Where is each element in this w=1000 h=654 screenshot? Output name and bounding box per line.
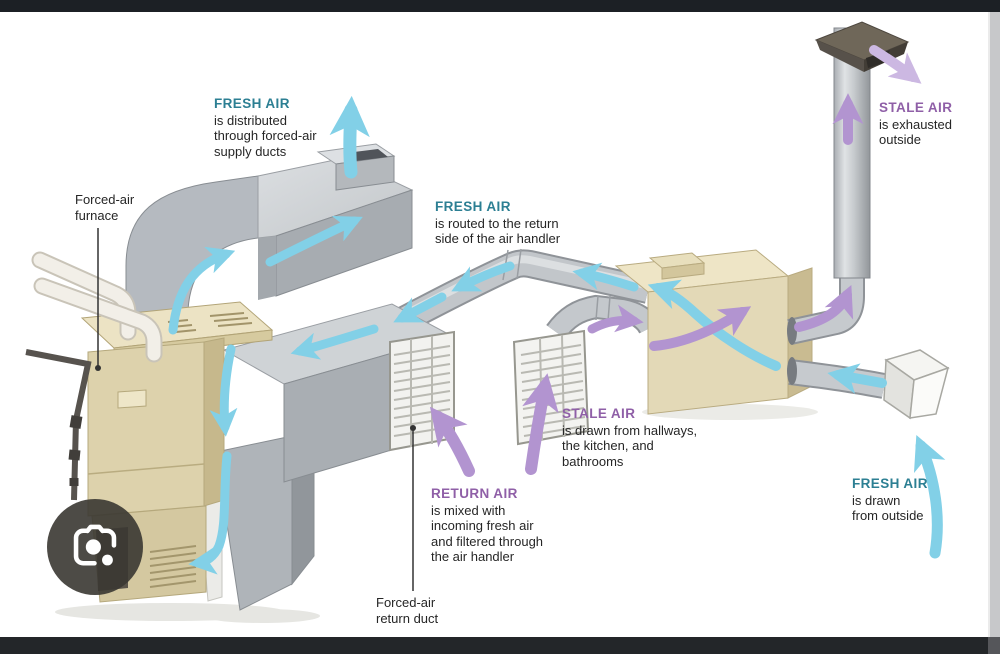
label-heading: FRESH AIR bbox=[214, 96, 290, 111]
label-fresh-air-supply: FRESH AIR is distributed through forced-… bbox=[214, 96, 317, 159]
lens-search-button[interactable] bbox=[47, 499, 143, 595]
label-return-air: RETURN AIR is mixed with incoming fresh … bbox=[431, 486, 543, 565]
stale-air-branch-duct bbox=[546, 294, 661, 340]
supply-duct bbox=[125, 143, 414, 337]
label-line: and filtered through bbox=[431, 533, 544, 549]
intake-hood bbox=[883, 349, 950, 420]
label-line: is exhausted bbox=[879, 116, 952, 132]
label-line: the air handler bbox=[431, 549, 515, 564]
label-forced-air-return-duct: Forced-air return duct bbox=[376, 595, 438, 626]
fresh-air-arrows bbox=[168, 95, 946, 575]
label-line: is mixed with bbox=[431, 502, 506, 518]
label-line: is drawn bbox=[852, 492, 901, 508]
camera-icon bbox=[73, 524, 117, 566]
label-heading: FRESH AIR bbox=[852, 476, 928, 491]
label-heading: STALE AIR bbox=[879, 100, 953, 115]
gas-pipe bbox=[25, 349, 92, 501]
label-line: furnace bbox=[75, 207, 119, 223]
label-line: is distributed bbox=[214, 112, 287, 128]
label-forced-air-furnace: Forced-air furnace bbox=[75, 192, 134, 223]
label-line: through forced-air bbox=[214, 128, 317, 143]
label-heading: FRESH AIR bbox=[435, 199, 511, 214]
label-line: supply ducts bbox=[214, 143, 287, 159]
label-line: Forced-air bbox=[376, 595, 436, 610]
letterbox-bottom-bar bbox=[0, 637, 1000, 654]
label-line: the kitchen, and bbox=[562, 438, 654, 453]
stale-air-arrows bbox=[429, 45, 922, 477]
label-stale-air-drawn: STALE AIR is drawn from hallways, the ki… bbox=[562, 406, 697, 469]
flue-pipes bbox=[31, 251, 163, 363]
label-line: incoming fresh air bbox=[431, 518, 534, 533]
label-line: side of the air handler bbox=[435, 231, 561, 246]
letterbox-top-bar bbox=[0, 0, 1000, 12]
label-line: Forced-air bbox=[75, 192, 135, 207]
label-heading: STALE AIR bbox=[562, 406, 636, 421]
leader-line-return-duct bbox=[410, 425, 416, 591]
label-line: is drawn from hallways, bbox=[562, 422, 698, 438]
label-line: from outside bbox=[852, 508, 924, 523]
leader-line-furnace bbox=[95, 228, 101, 371]
label-fresh-air-outside: FRESH AIR is drawn from outside bbox=[852, 476, 928, 524]
label-line: bathrooms bbox=[562, 453, 624, 469]
label-stale-air-exhausted: STALE AIR is exhausted outside bbox=[879, 100, 952, 148]
label-line: is routed to the return bbox=[435, 215, 559, 231]
label-line: outside bbox=[879, 132, 921, 147]
label-heading: RETURN AIR bbox=[431, 486, 518, 501]
viewer-side-strip-corner bbox=[988, 637, 1000, 654]
label-fresh-air-routed: FRESH AIR is routed to the return side o… bbox=[435, 199, 560, 247]
viewer-side-strip bbox=[988, 12, 1000, 637]
label-line: return duct bbox=[376, 610, 439, 626]
